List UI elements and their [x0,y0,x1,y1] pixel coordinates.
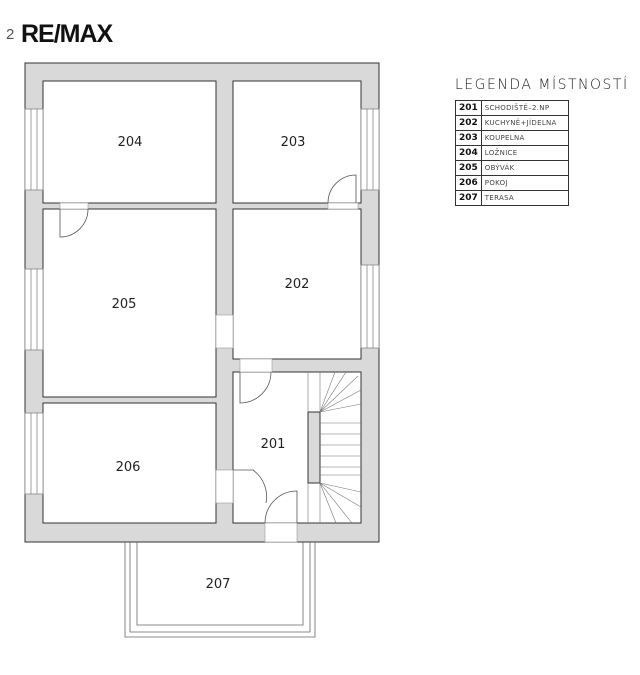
legend-name: OBÝVÁK [480,160,569,176]
room-205 [42,208,217,398]
legend-name: KOUPELNA [480,130,569,146]
legend-title: LEGENDA MÍSTNOSTÍ [455,77,629,93]
room-202 [232,208,362,360]
room-label-205: 205 [112,297,137,312]
room-label-204: 204 [118,135,143,150]
legend-number: 203 [455,130,482,146]
legend-name: POKOJ [480,175,569,191]
legend-name: LOŽNICE [480,145,569,161]
remax-logo: RE/MAX [21,20,113,48]
legend-name: SCHODIŠTĚ–2.NP [480,100,569,116]
room-label-206: 206 [116,460,141,475]
windows [24,108,380,495]
legend-name: TERASA [480,190,569,206]
room-label-202: 202 [285,277,310,292]
legend-name: KUCHYNĚ+JÍDELNA [480,115,569,131]
room-label-203: 203 [281,135,306,150]
legend-number: 204 [455,145,482,161]
staircase [307,371,362,524]
door-swings [59,174,357,524]
legend-number: 202 [455,115,482,131]
legend-number: 201 [455,100,482,116]
legend-number: 206 [455,175,482,191]
door-openings [59,202,359,543]
room-204 [42,80,217,204]
legend-number: 207 [455,190,482,206]
terrace [124,542,316,638]
room-203 [232,80,362,204]
logo-digit: 2 [6,26,15,43]
legend-number: 205 [455,160,482,176]
room-label-207: 207 [206,577,231,592]
room-206 [42,402,217,524]
room-label-201: 201 [261,437,286,452]
